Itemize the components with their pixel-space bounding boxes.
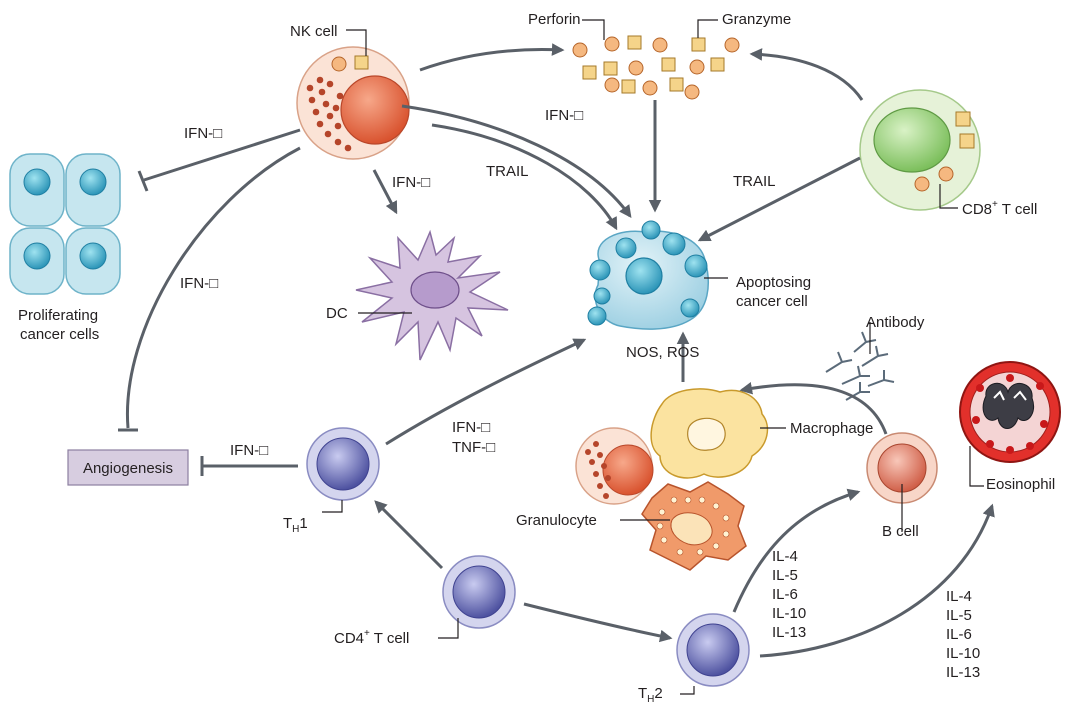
leader-lines xyxy=(322,19,984,695)
arrow-th2-to-eosinophil xyxy=(759,503,995,658)
arrow-th2-to-bcell xyxy=(732,488,861,613)
granulocyte-left xyxy=(575,427,654,505)
granzyme-label: Granzyme xyxy=(722,11,791,28)
proliferating-label-1: Proliferating xyxy=(18,307,98,324)
tnf-label: TNF-□ xyxy=(452,439,495,456)
cytokine-list-b: IL-4 IL-5 IL-6 IL-10 IL-13 xyxy=(946,588,980,681)
ifn-label-2: IFN-□ xyxy=(545,107,583,124)
antibody-label: Antibody xyxy=(866,314,925,331)
nk-granules xyxy=(306,76,352,152)
cytokine-a-item: IL-4 xyxy=(772,548,798,565)
arrow-th1-to-cancer xyxy=(385,338,587,446)
angiogenesis-box: Angiogenesis xyxy=(67,449,189,486)
eosinophil-label: Eosinophil xyxy=(986,476,1055,493)
trail-label-2: TRAIL xyxy=(733,173,776,190)
perforin-granzyme-granules xyxy=(572,35,740,100)
ifn-label-1: IFN-□ xyxy=(184,125,222,142)
arrow-nk-to-dc xyxy=(372,169,398,215)
apoptosing-cancer-cell xyxy=(587,220,709,330)
cd8-label: CD8+ T cell xyxy=(962,199,1037,218)
arrow-cd4-to-th1 xyxy=(374,500,444,570)
th1-cell xyxy=(306,427,380,501)
th2-cell xyxy=(676,613,750,687)
th1-label: TH1 xyxy=(283,515,308,535)
cd8-t-cell xyxy=(859,89,981,211)
cytokine-a-item: IL-6 xyxy=(772,586,798,603)
cytokine-b-item: IL-5 xyxy=(946,607,972,624)
cd4-label: CD4+ T cell xyxy=(334,628,409,647)
b-cell-label: B cell xyxy=(882,523,919,540)
inhibit-bar-proliferating xyxy=(137,170,149,192)
ifn-label-5: IFN-□ xyxy=(230,442,268,459)
cytokine-a-item: IL-10 xyxy=(772,605,806,622)
granulocyte xyxy=(641,481,747,571)
nk-cell xyxy=(296,46,410,160)
arrow-nk-to-perforin xyxy=(419,43,565,72)
cytokine-a-item: IL-5 xyxy=(772,567,798,584)
inhibit-nk-to-proliferating xyxy=(143,128,301,182)
cd4-t-cell xyxy=(442,555,516,629)
cytokine-a-item: IL-13 xyxy=(772,624,806,641)
dc-label: DC xyxy=(326,305,348,322)
arrow-cd8-to-granzyme xyxy=(749,48,864,101)
angiogenesis-label: Angiogenesis xyxy=(83,460,173,477)
inhibit-nk-to-angiogenesis xyxy=(125,146,301,429)
cytokine-b-item: IL-10 xyxy=(946,645,980,662)
inhibition-lines xyxy=(118,128,301,476)
dendritic-cell xyxy=(355,229,509,361)
arrow-cd8-trail-to-cancer xyxy=(697,156,861,242)
ifn-label-4: IFN-□ xyxy=(180,275,218,292)
trail-label-1: TRAIL xyxy=(486,163,529,180)
antibody-cluster xyxy=(825,331,895,401)
ifn-label-6: IFN-□ xyxy=(452,419,490,436)
th2-label: TH2 xyxy=(638,685,663,705)
apoptosing-label-2: cancer cell xyxy=(736,293,808,310)
cytokine-b-item: IL-4 xyxy=(946,588,972,605)
nk-cell-label: NK cell xyxy=(290,23,338,40)
cytokine-list-a: IL-4 IL-5 IL-6 IL-10 IL-13 xyxy=(772,548,806,641)
apoptosing-label-1: Apoptosing xyxy=(736,274,811,291)
ifn-label-3: IFN-□ xyxy=(392,174,430,191)
perforin-label: Perforin xyxy=(528,11,581,28)
arrows xyxy=(372,43,995,658)
macrophage-label: Macrophage xyxy=(790,420,873,437)
arrow-bcell-to-macrophage xyxy=(739,382,888,435)
cytokine-b-item: IL-6 xyxy=(946,626,972,643)
macrophage xyxy=(650,388,769,479)
labels: NK cell Perforin Granzyme IFN-□ IFN-□ IF… xyxy=(18,11,1055,705)
eosinophil xyxy=(959,361,1061,463)
proliferating-label-2: cancer cells xyxy=(20,326,99,343)
arrow-nk-trail-to-cancer xyxy=(431,123,618,231)
cytokine-b-item: IL-13 xyxy=(946,664,980,681)
b-cell xyxy=(866,432,938,504)
nos-ros-label: NOS, ROS xyxy=(626,344,699,361)
arrow-cd4-to-th2 xyxy=(523,602,673,643)
granulocyte-label: Granulocyte xyxy=(516,512,597,529)
proliferating-cancer-cells xyxy=(9,153,121,295)
arrow-nk-ifn-to-cancer xyxy=(401,104,632,219)
